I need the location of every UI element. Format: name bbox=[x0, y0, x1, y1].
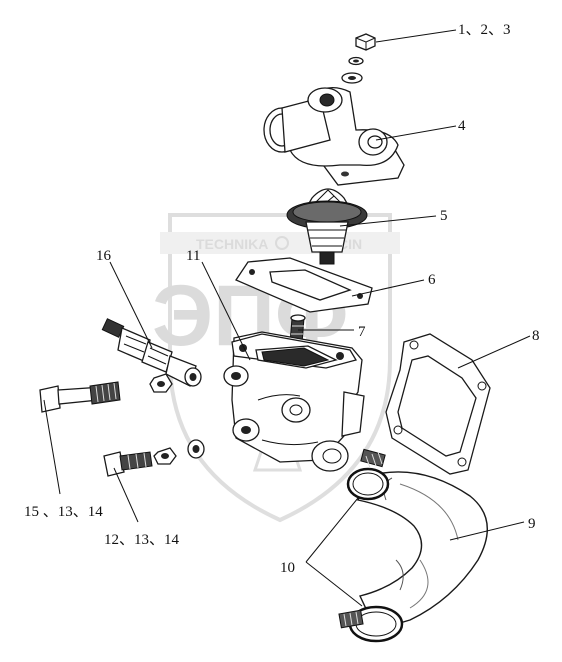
long-bolt bbox=[39, 367, 202, 413]
callout-4: 4 bbox=[458, 118, 466, 134]
bolt-and-washers bbox=[341, 33, 376, 84]
callout-6: 6 bbox=[428, 272, 436, 288]
gear-icon bbox=[275, 236, 289, 250]
callout-8: 8 bbox=[532, 328, 540, 344]
callout-7: 7 bbox=[358, 324, 366, 340]
watermark-brand-left: TECHNIKA bbox=[196, 236, 268, 252]
coolant-hose bbox=[357, 471, 488, 631]
watermark-shield bbox=[168, 213, 392, 523]
leader-lines bbox=[43, 29, 531, 607]
callout-5: 5 bbox=[440, 208, 448, 224]
callout-16: 16 bbox=[96, 248, 112, 264]
callout-15-13-14: 15 、13、14 bbox=[24, 504, 103, 520]
short-bolt bbox=[103, 439, 205, 477]
callout-10: 10 bbox=[280, 560, 295, 576]
hose-clamp-lower bbox=[338, 605, 404, 643]
hose-clamp-upper bbox=[346, 448, 390, 501]
callout-1-2-3: 1、2、3 bbox=[458, 22, 511, 38]
gasket-thermostat bbox=[235, 257, 373, 313]
callout-9: 9 bbox=[528, 516, 536, 532]
thermostat bbox=[286, 188, 368, 265]
gasket-outlet bbox=[385, 333, 491, 475]
callout-12-13-14: 12、13、14 bbox=[104, 532, 180, 548]
thermostat-housing-cover bbox=[263, 87, 405, 186]
callout-11: 11 bbox=[186, 248, 200, 264]
thermostat-housing-body bbox=[223, 331, 365, 472]
callout-labels: 1、2、3 4 5 6 7 8 9 10 11 16 12、13、14 15 、… bbox=[24, 22, 540, 576]
